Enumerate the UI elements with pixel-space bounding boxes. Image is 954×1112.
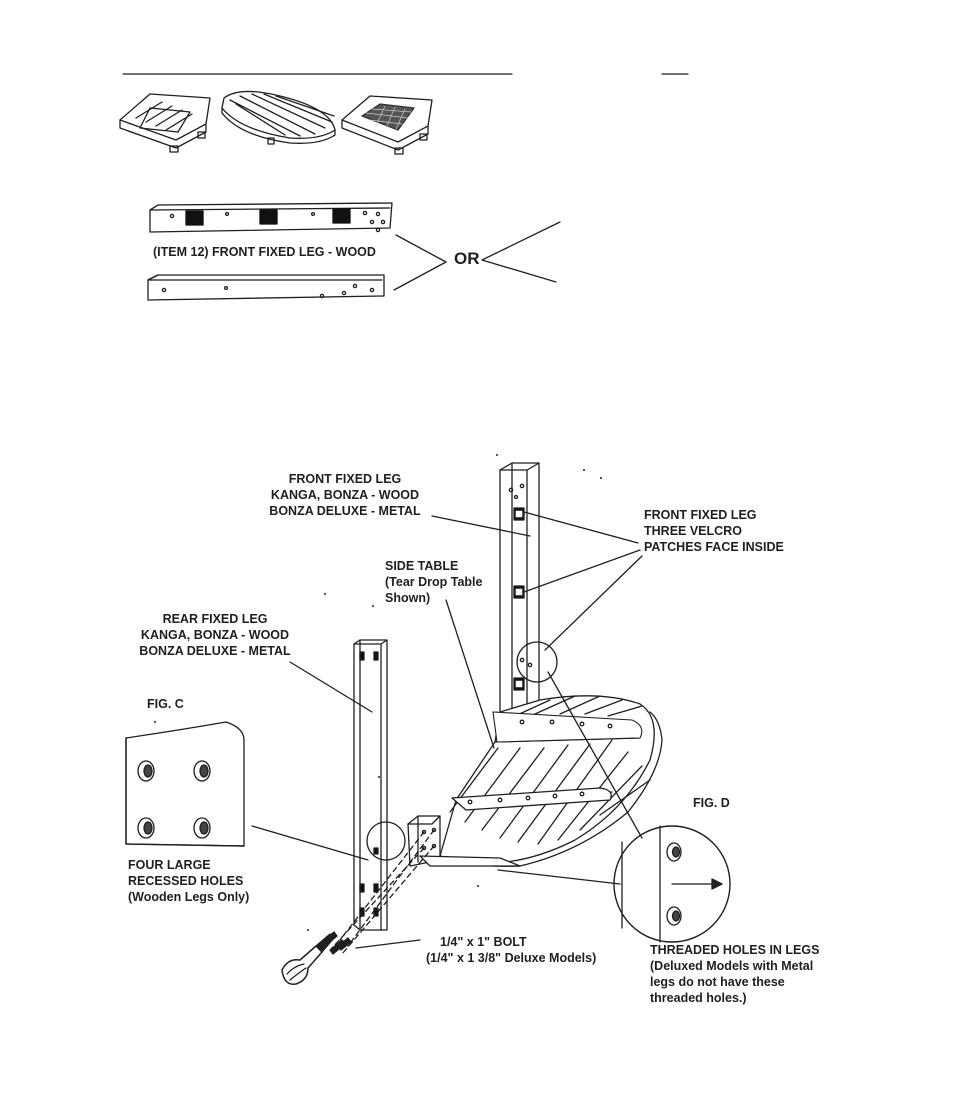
velcro-leader-mid xyxy=(523,549,641,593)
fig-c-block xyxy=(125,721,245,847)
or-label: OR xyxy=(454,249,480,268)
side-table-leader xyxy=(445,599,495,749)
arrow-right-icon xyxy=(671,878,723,890)
velcro-note-label: FRONT FIXED LEG THREE VELCRO PATCHES FAC… xyxy=(644,508,784,554)
or-bracket-right xyxy=(481,221,561,283)
side-table-label: SIDE TABLE (Tear Drop Table Shown) xyxy=(385,559,483,605)
front-leg-detail-circle xyxy=(516,641,558,683)
screwdriver-icon xyxy=(281,933,335,985)
threaded-holes-label: THREADED HOLES IN LEGS (Deluxed Models w… xyxy=(650,943,820,1005)
front-leg-board-plain xyxy=(147,274,385,301)
front-fixed-leg-label: FRONT FIXED LEG KANGA, BONZA - WOOD BONZ… xyxy=(269,472,421,518)
fig-c-label: FIG. C xyxy=(147,697,184,711)
fig-c-leader xyxy=(251,825,369,861)
bolt-leader xyxy=(355,939,421,949)
item12-front-leg-label: (ITEM 12) FRONT FIXED LEG - WOOD xyxy=(153,245,376,259)
or-bracket-left xyxy=(393,234,447,291)
print-specks xyxy=(154,454,602,931)
side-table xyxy=(439,695,663,867)
recessed-holes-label: FOUR LARGE RECESSED HOLES (Wooden Legs O… xyxy=(128,858,250,904)
bolt-label: 1/4" x 1" BOLT (1/4" x 1 3/8" Deluxe Mod… xyxy=(426,935,597,965)
front-leg-leader xyxy=(431,515,531,537)
rear-leg-leader xyxy=(289,661,373,713)
bolt-alignment-lines xyxy=(331,829,435,955)
rear-fixed-leg xyxy=(353,639,388,931)
rear-leg-detail-circle xyxy=(366,821,406,861)
table-option-slatted-square xyxy=(119,93,211,153)
rear-fixed-leg-label: REAR FIXED LEG KANGA, BONZA - WOOD BONZA… xyxy=(139,612,291,658)
table-option-mesh-square xyxy=(341,95,433,155)
velcro-leader-top xyxy=(523,511,639,544)
front-fixed-leg xyxy=(499,462,540,721)
fig-d-leader-block xyxy=(497,869,621,885)
table-option-teardrop xyxy=(221,90,336,145)
fig-d-leader-circle xyxy=(547,671,643,839)
fig-d-label: FIG. D xyxy=(693,796,730,810)
front-leg-board-velcro xyxy=(149,202,393,233)
velcro-leader-bottom xyxy=(544,555,643,651)
